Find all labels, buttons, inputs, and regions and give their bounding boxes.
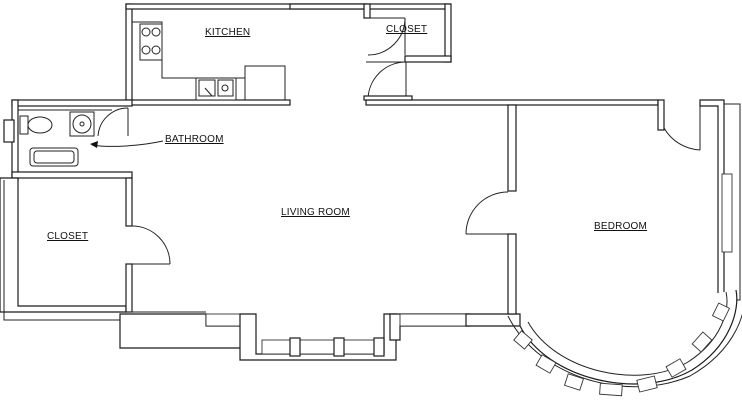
toilet-icon bbox=[19, 115, 53, 135]
bedroom-walls bbox=[657, 99, 741, 301]
bathtub-icon bbox=[29, 147, 79, 167]
bathroom-label: BATHROOM bbox=[165, 134, 224, 145]
closet-top-door-lower[interactable] bbox=[363, 61, 413, 101]
bedroom-label: BEDROOM bbox=[594, 221, 648, 232]
closet-top-walls bbox=[289, 3, 452, 63]
bedroom-bay-windows bbox=[513, 302, 731, 397]
closet-top-door-upper[interactable] bbox=[367, 17, 406, 56]
bedroom-divider-wall bbox=[507, 104, 517, 315]
living-room-label: LIVING ROOM bbox=[281, 207, 350, 218]
closet-top-label: CLOSET bbox=[386, 24, 428, 35]
bathroom-sink-icon bbox=[69, 111, 95, 137]
sink-icon bbox=[195, 77, 237, 101]
bathroom-door[interactable] bbox=[97, 107, 129, 137]
closet-left-door[interactable] bbox=[131, 225, 171, 265]
bedroom-door[interactable] bbox=[465, 191, 509, 235]
kitchen-label: KITCHEN bbox=[205, 27, 251, 38]
living-room-south-wall bbox=[119, 311, 521, 361]
closet-left-walls bbox=[0, 177, 133, 321]
bathroom-walls bbox=[3, 99, 133, 181]
bedroom-closet-door[interactable] bbox=[663, 106, 701, 151]
stove-icon bbox=[139, 23, 163, 61]
bathroom-leader-arrow bbox=[90, 140, 164, 148]
closet-left-label: CLOSET bbox=[47, 231, 89, 242]
